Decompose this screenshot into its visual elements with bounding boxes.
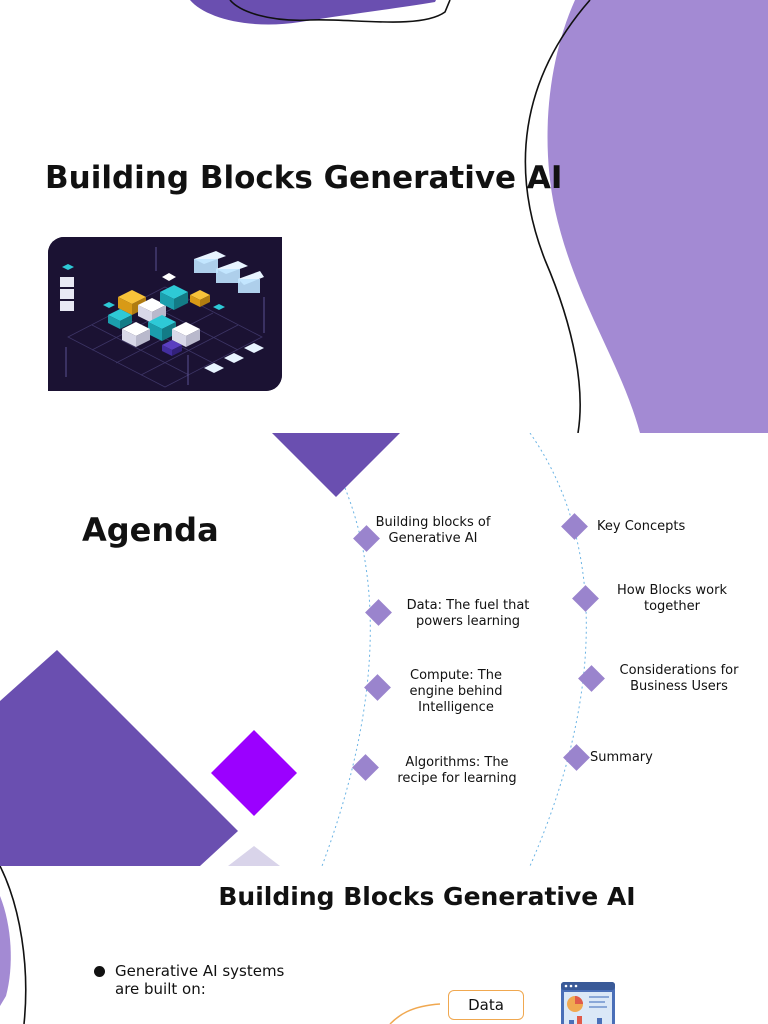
- bullet-text: Generative AI systems are built on:: [115, 962, 285, 998]
- right-dotted-arc: [529, 433, 587, 866]
- light-diamond: [228, 846, 280, 866]
- connector-line: [389, 1003, 441, 1024]
- agenda-item-key-concepts[interactable]: Key Concepts: [597, 519, 686, 534]
- agenda-item-compute[interactable]: Compute: The engine behind Intelligence: [409, 668, 503, 715]
- large-diamond-shape: [0, 650, 238, 866]
- bullet-dot: [94, 966, 105, 977]
- left-blob: [0, 896, 11, 1006]
- violet-diamond: [211, 730, 297, 816]
- agenda-item-building-blocks[interactable]: Building blocks of Generative AI: [375, 515, 491, 546]
- slide1-decoration: [190, 0, 768, 433]
- agenda-item-data[interactable]: Data: The fuel that powers learning: [406, 598, 530, 629]
- isometric-cubes-icon: [48, 237, 282, 391]
- slide2-decoration: [0, 433, 587, 866]
- right-curve-line: [524, 0, 591, 433]
- top-triangle: [272, 433, 400, 497]
- slide-title: Building Blocks Generative AI: [45, 160, 563, 196]
- slide3-decoration: [0, 866, 441, 1024]
- right-blob: [547, 0, 768, 433]
- slide-title: Building Blocks Generative AI: [218, 882, 636, 911]
- agenda-title: Agenda: [82, 511, 219, 549]
- dashboard-chart-icon: [561, 982, 615, 1024]
- top-curve-line: [229, 0, 451, 23]
- left-dotted-arc: [321, 487, 371, 866]
- title-slide: Building Blocks Generative AI: [0, 0, 768, 433]
- agenda-item-algorithms[interactable]: Algorithms: The recipe for learning: [397, 755, 517, 786]
- left-curve-line: [0, 866, 27, 1024]
- content-slide: Building Blocks Generative AI Generative…: [0, 866, 768, 1024]
- agenda-slide: Agenda Building blocks of Generative AI …: [0, 433, 768, 866]
- top-blob: [190, 0, 436, 25]
- agenda-item-summary[interactable]: Summary: [590, 750, 653, 765]
- data-node-box[interactable]: Data: [448, 990, 524, 1020]
- hero-illustration: [48, 237, 282, 391]
- agenda-item-how-blocks-work[interactable]: How Blocks work together: [616, 583, 728, 614]
- agenda-item-considerations[interactable]: Considerations for Business Users: [619, 663, 739, 694]
